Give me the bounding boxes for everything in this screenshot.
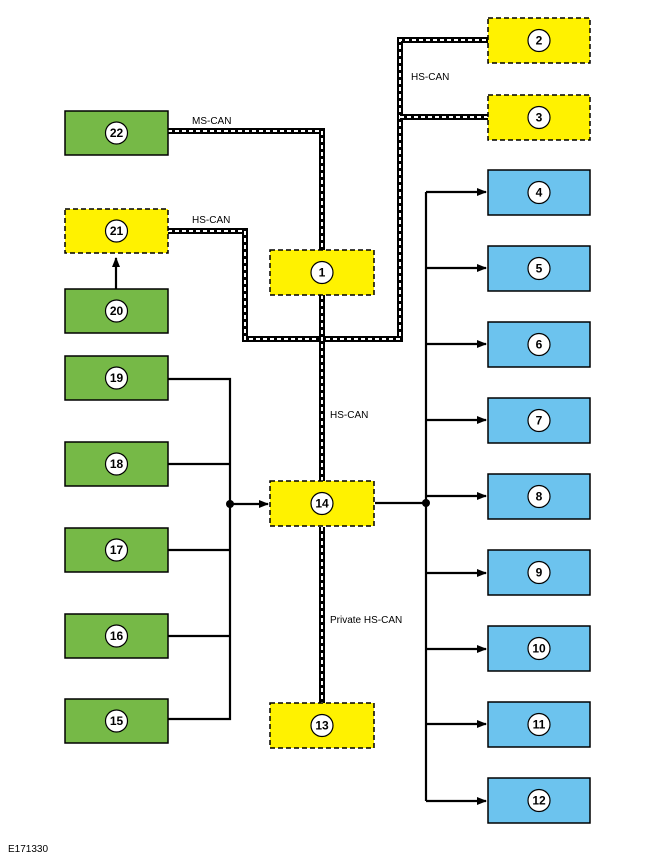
module-1: 1 — [269, 249, 375, 296]
can-bus-wiring — [168, 37, 488, 703]
module-22-badge — [104, 121, 129, 145]
figure-id: E171330 — [8, 844, 48, 855]
module-11-badge — [527, 712, 551, 737]
module-4-number: 4 — [536, 186, 543, 200]
module-14-number: 14 — [315, 497, 329, 511]
module-7: 7 — [487, 397, 591, 444]
module-3-number: 3 — [536, 111, 543, 125]
module-4-badge — [527, 180, 551, 205]
module-12-badge — [527, 788, 551, 813]
module-13: 13 — [269, 702, 375, 749]
module-8-badge — [527, 484, 551, 509]
module-21-number: 21 — [110, 224, 124, 238]
module-16-number: 16 — [110, 629, 124, 643]
module-5-badge — [527, 256, 551, 281]
output-arrows — [426, 188, 487, 805]
module-3: 3 — [487, 94, 591, 141]
module-21: 21 — [64, 208, 169, 254]
hs-can-top-label: HS-CAN — [411, 72, 449, 83]
module-17-number: 17 — [110, 543, 124, 557]
module-10-badge — [527, 636, 551, 661]
hs-can-left-label: HS-CAN — [192, 215, 230, 226]
module-18: 18 — [64, 441, 169, 487]
module-3-badge — [527, 105, 551, 130]
module-5-number: 5 — [536, 262, 543, 276]
input-bus-line — [168, 377, 232, 721]
module-15-number: 15 — [110, 714, 124, 728]
module-8: 8 — [487, 473, 591, 520]
module-17-badge — [104, 538, 129, 562]
module-1-number: 1 — [319, 266, 326, 280]
module-18-number: 18 — [110, 457, 124, 471]
module-6-number: 6 — [536, 338, 543, 352]
module-11: 11 — [487, 701, 591, 748]
module-7-badge — [527, 408, 551, 433]
module-19-badge — [104, 366, 129, 390]
module-2-badge — [527, 28, 551, 53]
module-10-number: 10 — [532, 642, 546, 656]
module-20-badge — [104, 299, 129, 323]
module-15: 15 — [64, 698, 169, 744]
signal-wiring — [112, 188, 487, 805]
module-2-number: 2 — [536, 34, 543, 48]
module-14-badge — [310, 491, 334, 516]
module-4: 4 — [487, 169, 591, 216]
module-7-number: 7 — [536, 414, 543, 428]
module-9-number: 9 — [536, 566, 543, 580]
module-19-number: 19 — [110, 371, 124, 385]
module-1-badge — [310, 260, 334, 285]
ms-can-label: MS-CAN — [192, 116, 231, 127]
module-16-badge — [104, 624, 129, 648]
hs-can-center-label: HS-CAN — [330, 410, 368, 421]
module-13-number: 13 — [315, 719, 329, 733]
module-6-badge — [527, 332, 551, 357]
module-18-badge — [104, 452, 129, 476]
input-junction-dot — [226, 500, 234, 508]
module-13-badge — [310, 713, 334, 738]
module-10: 10 — [487, 625, 591, 672]
module-22: 22 — [64, 110, 169, 156]
module-17: 17 — [64, 527, 169, 573]
module-16: 16 — [64, 613, 169, 659]
module-2: 2 — [487, 17, 591, 64]
module-14: 14 — [269, 480, 375, 527]
module-5: 5 — [487, 245, 591, 292]
module-17-box — [64, 527, 169, 573]
module-20: 20 — [64, 288, 169, 334]
module-9: 9 — [487, 549, 591, 596]
module-20-number: 20 — [110, 304, 124, 318]
private-hs-can-label: Private HS-CAN — [330, 615, 402, 626]
module-11-number: 11 — [533, 718, 546, 732]
module-9-badge — [527, 560, 551, 585]
module-8-number: 8 — [536, 490, 543, 504]
module-18-box — [64, 441, 169, 487]
module-22-number: 22 — [110, 126, 124, 140]
module-21-badge — [104, 219, 129, 243]
module-12: 12 — [487, 777, 591, 824]
module-19: 19 — [64, 355, 169, 401]
module-15-badge — [104, 709, 129, 733]
module-12-number: 12 — [532, 794, 546, 808]
module-6: 6 — [487, 321, 591, 368]
